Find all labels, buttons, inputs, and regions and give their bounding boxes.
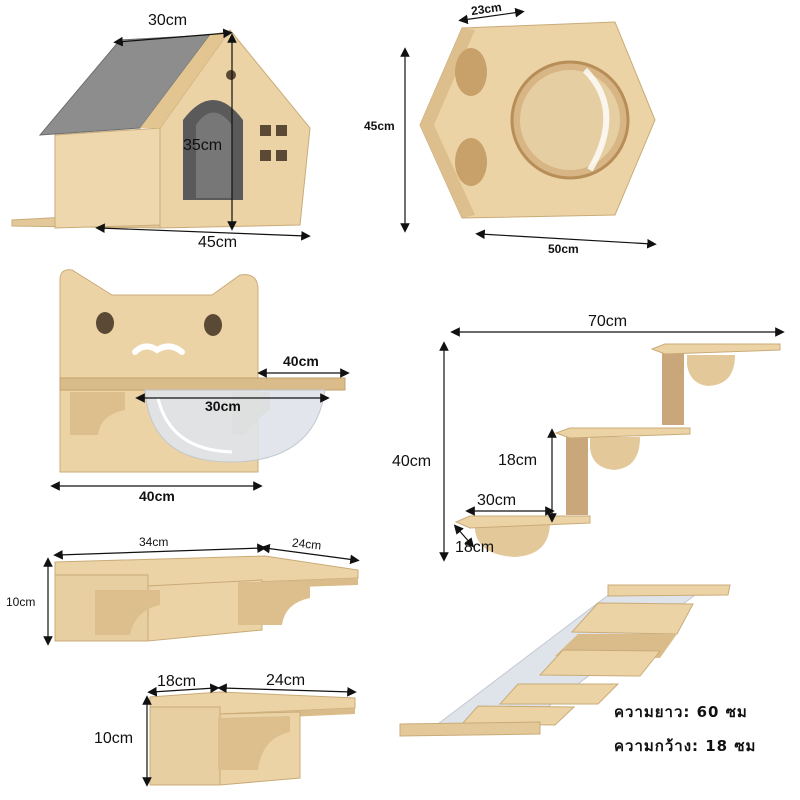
bowl-depth-label: 40cm [283, 353, 319, 369]
hex-height-label: 45cm [364, 119, 395, 133]
large-shelf-depth-label: 24cm [291, 535, 322, 553]
house-width-label: 30cm [148, 12, 188, 29]
bowl-diameter-label: 30cm [205, 398, 241, 414]
large-shelf [54, 555, 359, 642]
small-shelf-depth-line [217, 683, 357, 697]
step-depth-label: 18cm [455, 539, 495, 556]
small-shelf-length-label: 18cm [157, 673, 197, 690]
house-width-line [113, 28, 233, 47]
small-shelf [149, 691, 356, 786]
house-length-line [95, 223, 311, 241]
bridge-width-text: ความกว้าง: 18 ซม [614, 737, 757, 755]
house-length-label: 45cm [198, 234, 238, 251]
step-depth-line [453, 524, 475, 548]
large-shelf-length-label: 34cm [139, 535, 169, 549]
small-shelf-depth-label: 24cm [266, 672, 306, 689]
step-width-label: 30cm [477, 492, 517, 509]
small-shelf-height-label: 10cm [94, 730, 134, 747]
small-shelf-length-line [147, 683, 220, 697]
steps-height-label: 40cm [392, 453, 432, 470]
hex-depth-line [458, 7, 525, 25]
steps-width-label: 70cm [588, 313, 628, 330]
bridge-ladder [399, 584, 731, 737]
cat-house [11, 29, 311, 229]
large-shelf-length-line [53, 543, 267, 560]
cat-face-bowl [59, 269, 346, 473]
large-shelf-height-label: 10cm [6, 595, 36, 609]
large-shelf-depth-line [260, 543, 360, 565]
hex-capsule [419, 21, 656, 219]
hex-width-line [475, 229, 657, 249]
bowl-width-label: 40cm [139, 488, 175, 504]
steps-gap-label: 18cm [498, 452, 538, 469]
hex-width-label: 50cm [548, 242, 579, 256]
bridge-length-text: ความยาว: 60 ซม [614, 703, 748, 721]
house-height-label: 35cm [183, 137, 223, 154]
step-set [454, 343, 781, 557]
